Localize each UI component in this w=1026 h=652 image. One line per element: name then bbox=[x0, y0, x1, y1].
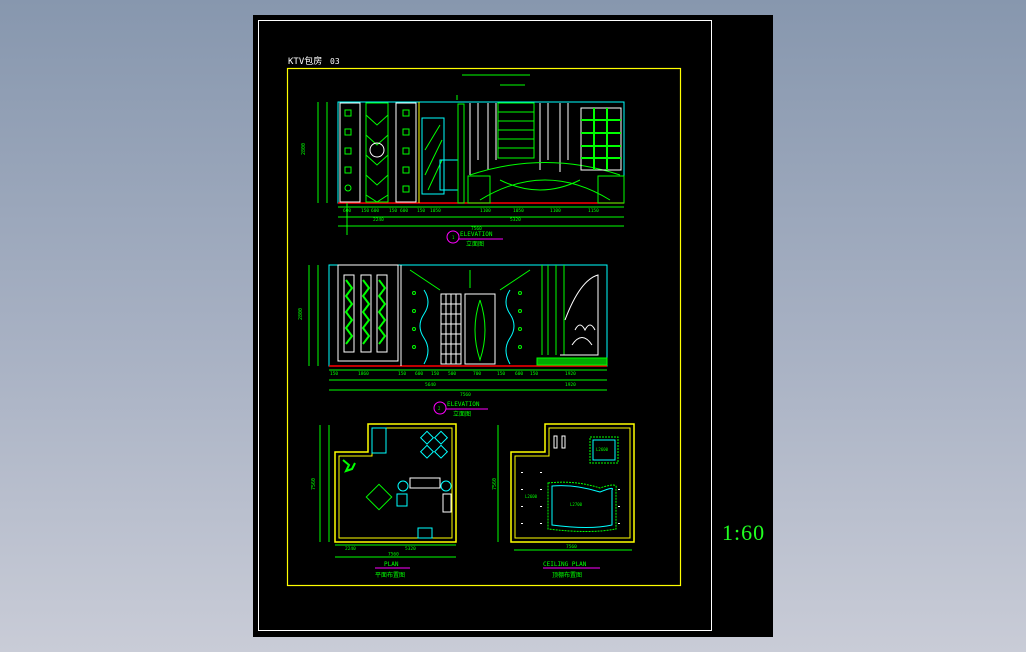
svg-text:600: 600 bbox=[515, 371, 523, 377]
svg-text:150: 150 bbox=[530, 371, 538, 377]
scale-label: 1:60 bbox=[722, 520, 766, 545]
svg-text:600: 600 bbox=[343, 208, 351, 214]
svg-text:1920: 1920 bbox=[565, 382, 576, 388]
sheet-title: KTV包房 bbox=[288, 55, 322, 67]
svg-text:600: 600 bbox=[415, 371, 423, 377]
svg-text:600: 600 bbox=[371, 208, 379, 214]
elev-a-height: 2800 bbox=[301, 143, 307, 155]
svg-text:150: 150 bbox=[361, 208, 369, 214]
svg-text:1100: 1100 bbox=[550, 208, 561, 214]
svg-text:150: 150 bbox=[330, 371, 338, 377]
plan-dim-total: 7560 bbox=[388, 552, 399, 558]
ceiling-label-cn: 顶棚布置图 bbox=[552, 571, 582, 579]
svg-text:1860: 1860 bbox=[358, 371, 369, 377]
elev-a-label-en: ELEVATION bbox=[460, 231, 493, 238]
svg-text:1100: 1100 bbox=[480, 208, 491, 214]
cad-sheet: KTV包房 03 2800 600 150 bbox=[258, 20, 712, 631]
svg-text:7560: 7560 bbox=[460, 392, 471, 398]
svg-text:1050: 1050 bbox=[430, 208, 441, 214]
sheet-number: 03 bbox=[330, 57, 340, 66]
ceiling-level-2: L2700 bbox=[570, 502, 583, 507]
svg-text:150: 150 bbox=[398, 371, 406, 377]
plan-label-en: PLAN bbox=[384, 561, 399, 568]
floor-plan bbox=[319, 423, 457, 569]
svg-text:150: 150 bbox=[417, 208, 425, 214]
drawing-canvas[interactable]: KTV包房 03 2800 600 150 bbox=[253, 15, 773, 637]
svg-text:1050: 1050 bbox=[513, 208, 524, 214]
elev-a-dims: 600 150 600 150 600 150 1050 1100 1050 1… bbox=[343, 208, 599, 232]
svg-text:700: 700 bbox=[473, 371, 481, 377]
ceiling-label-en: CEILING PLAN bbox=[543, 561, 587, 568]
elevation-a bbox=[317, 74, 625, 244]
svg-text:1150: 1150 bbox=[588, 208, 599, 214]
svg-text:500: 500 bbox=[448, 371, 456, 377]
elev-b-label-cn: 立面图 bbox=[453, 410, 471, 418]
plan-height: 7560 bbox=[311, 478, 317, 490]
elev-a-marker: 1 bbox=[452, 235, 455, 240]
svg-text:150: 150 bbox=[431, 371, 439, 377]
svg-text:1920: 1920 bbox=[565, 371, 576, 377]
plan-label-cn: 平面布置图 bbox=[375, 571, 405, 579]
elev-a-label-cn: 立面图 bbox=[466, 240, 484, 248]
svg-text:150: 150 bbox=[389, 208, 397, 214]
elev-b-label-en: ELEVATION bbox=[447, 401, 480, 408]
elev-b-marker: 2 bbox=[438, 406, 441, 411]
svg-text:5640: 5640 bbox=[425, 382, 436, 388]
sheet-frame bbox=[258, 20, 712, 631]
svg-text:600: 600 bbox=[400, 208, 408, 214]
elev-b-height: 2800 bbox=[298, 308, 304, 320]
title-border bbox=[286, 67, 682, 587]
ceiling-height: 7560 bbox=[492, 478, 498, 490]
plan-dim-1: 2240 bbox=[345, 546, 356, 552]
elevation-b bbox=[308, 264, 608, 415]
plan-dim-2: 5320 bbox=[405, 546, 416, 552]
svg-text:7560: 7560 bbox=[471, 226, 482, 232]
ceiling-dim-total: 7560 bbox=[566, 544, 577, 550]
svg-text:150: 150 bbox=[497, 371, 505, 377]
ceiling-level-1: L2600 bbox=[596, 447, 609, 452]
ceiling-plan bbox=[497, 423, 635, 569]
svg-text:2240: 2240 bbox=[373, 217, 384, 223]
elev-b-dims: 150 1860 150 600 150 500 700 150 600 150… bbox=[330, 371, 576, 398]
ceiling-level-3: L2600 bbox=[525, 494, 538, 499]
svg-text:5320: 5320 bbox=[510, 217, 521, 223]
